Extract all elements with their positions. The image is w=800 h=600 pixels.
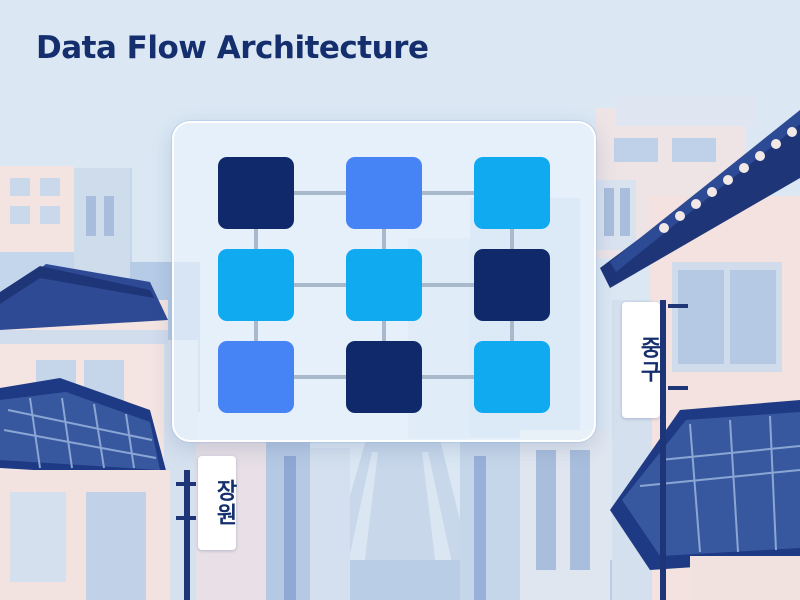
district-sign-right: 중구	[622, 302, 661, 418]
node-2-0	[218, 341, 294, 413]
district-sign-left: 장원	[198, 456, 237, 550]
node-1-2	[474, 249, 550, 321]
node-0-2	[474, 157, 550, 229]
node-0-0	[218, 157, 294, 229]
node-2-1	[346, 341, 422, 413]
node-1-0	[218, 249, 294, 321]
architecture-diagram-panel	[172, 121, 596, 442]
node-0-1	[346, 157, 422, 229]
node-1-1	[346, 249, 422, 321]
node-2-2	[474, 341, 550, 413]
page-title: Data Flow Architecture	[36, 30, 429, 66]
